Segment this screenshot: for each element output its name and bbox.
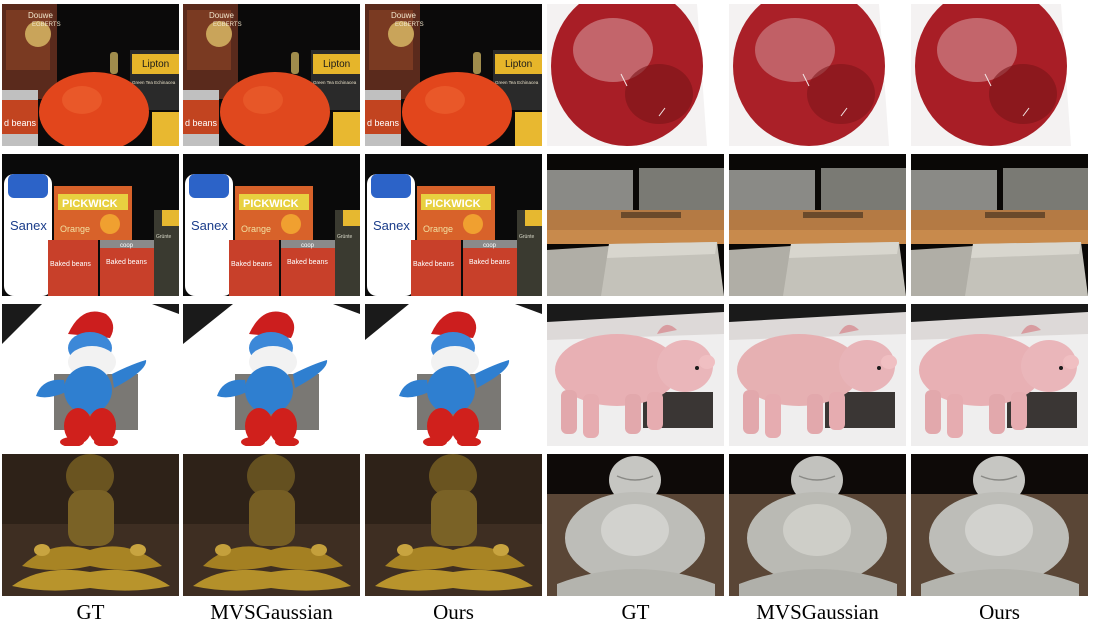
label-gt-right: GT (621, 600, 650, 624)
sanex-label: Sanex (191, 218, 228, 233)
pink-pig-image (911, 304, 1088, 446)
row1-gt-left: Douwe EGBERTS Lipton Green Tea Echinacea… (2, 4, 179, 146)
coop-label: coop (120, 243, 134, 249)
bricks-scene-image (729, 154, 906, 296)
golden-statue-image (2, 454, 179, 596)
pickwick-scene-image: Sanex PICKWICK Orange coop Baked beans B… (365, 154, 542, 296)
row3-mvs-right (729, 304, 906, 446)
lipton-label: Lipton (142, 59, 169, 70)
beans-label: d beans (185, 118, 218, 128)
bricks-scene-image (547, 154, 724, 296)
label-mvsgaussian-left: MVSGaussian (210, 600, 333, 624)
lipton-label: Lipton (505, 59, 532, 70)
beans-label: d beans (367, 118, 400, 128)
gruntee-label: Grünte (519, 234, 535, 240)
pumpkin-scene-image: Douwe EGBERTS Lipton Green Tea Echinacea… (2, 4, 179, 146)
baked-beans-label-1: Baked beans (50, 261, 91, 268)
egberts-label: EGBERTS (213, 22, 242, 28)
sanex-label: Sanex (10, 218, 47, 233)
baked-beans-label-2: Baked beans (287, 259, 328, 266)
label-mvsgaussian-right: MVSGaussian (756, 600, 879, 624)
row3-gt-left (2, 304, 179, 446)
row1-gt-right (547, 4, 724, 146)
pumpkin-scene-image: Douwe EGBERTS Lipton Green Tea Echinacea… (365, 4, 542, 146)
row4-gt-right (547, 454, 724, 596)
douwe-label: Douwe (391, 11, 416, 20)
stone-buddha-image (547, 454, 724, 596)
douwe-label: Douwe (28, 11, 53, 20)
baked-beans-label-1: Baked beans (231, 261, 272, 268)
label-ours-right: Ours (979, 600, 1020, 624)
egberts-label: EGBERTS (32, 22, 61, 28)
pickwick-label: PICKWICK (243, 198, 299, 210)
red-sphere-image (911, 4, 1088, 146)
row3-ours-right (911, 304, 1088, 446)
pickwick-label: PICKWICK (62, 198, 118, 210)
green-tea-label: Green Tea Echinacea (132, 80, 176, 85)
coop-label: coop (301, 243, 315, 249)
row2-mvs-left: Sanex PICKWICK Orange coop Baked beans B… (183, 154, 360, 296)
pickwick-label: PICKWICK (425, 198, 481, 210)
pickwick-scene-image: Sanex PICKWICK Orange coop Baked beans B… (2, 154, 179, 296)
green-tea-label: Green Tea Echinacea (495, 80, 539, 85)
comparison-grid: Douwe EGBERTS Lipton Green Tea Echinacea… (2, 4, 1090, 596)
stone-buddha-image (911, 454, 1088, 596)
row4-mvs-left (183, 454, 360, 596)
bricks-scene-image (911, 154, 1088, 296)
smurf-scene-image (2, 304, 179, 446)
stone-buddha-image (729, 454, 906, 596)
smurf-scene-image (365, 304, 542, 446)
baked-beans-label-2: Baked beans (469, 259, 510, 266)
orange-label: Orange (241, 224, 271, 234)
row2-ours-left: Sanex PICKWICK Orange coop Baked beans B… (365, 154, 542, 296)
row4-mvs-right (729, 454, 906, 596)
row1-mvs-right (729, 4, 906, 146)
row2-gt-right (547, 154, 724, 296)
row3-ours-left (365, 304, 542, 446)
row1-ours-left: Douwe EGBERTS Lipton Green Tea Echinacea… (365, 4, 542, 146)
smurf-scene-image (183, 304, 360, 446)
red-sphere-image (729, 4, 906, 146)
row4-ours-left (365, 454, 542, 596)
row4-ours-right (911, 454, 1088, 596)
row2-mvs-right (729, 154, 906, 296)
gruntee-label: Grünte (156, 234, 172, 240)
pickwick-scene-image: Sanex PICKWICK Orange coop Baked beans B… (183, 154, 360, 296)
column-labels: GT MVSGaussian Ours GT MVSGaussian Ours (2, 600, 1090, 624)
row1-mvs-left: Douwe EGBERTS Lipton Green Tea Echinacea… (183, 4, 360, 146)
pink-pig-image (729, 304, 906, 446)
red-sphere-image (547, 4, 724, 146)
douwe-label: Douwe (209, 11, 234, 20)
lipton-label: Lipton (323, 59, 350, 70)
row3-gt-right (547, 304, 724, 446)
orange-label: Orange (60, 224, 90, 234)
sanex-label: Sanex (373, 218, 410, 233)
pink-pig-image (547, 304, 724, 446)
golden-statue-image (183, 454, 360, 596)
row3-mvs-left (183, 304, 360, 446)
row1-ours-right (911, 4, 1088, 146)
orange-label: Orange (423, 224, 453, 234)
beans-label: d beans (4, 118, 37, 128)
golden-statue-image (365, 454, 542, 596)
pumpkin-scene-image: Douwe EGBERTS Lipton Green Tea Echinacea… (183, 4, 360, 146)
gruntee-label: Grünte (337, 234, 353, 240)
label-ours-left: Ours (433, 600, 474, 624)
green-tea-label: Green Tea Echinacea (313, 80, 357, 85)
row4-gt-left (2, 454, 179, 596)
egberts-label: EGBERTS (395, 22, 424, 28)
coop-label: coop (483, 243, 497, 249)
row2-gt-left: Sanex PICKWICK Orange coop Baked beans B… (2, 154, 179, 296)
label-gt-left: GT (76, 600, 105, 624)
baked-beans-label-2: Baked beans (106, 259, 147, 266)
row2-ours-right (911, 154, 1088, 296)
baked-beans-label-1: Baked beans (413, 261, 454, 268)
